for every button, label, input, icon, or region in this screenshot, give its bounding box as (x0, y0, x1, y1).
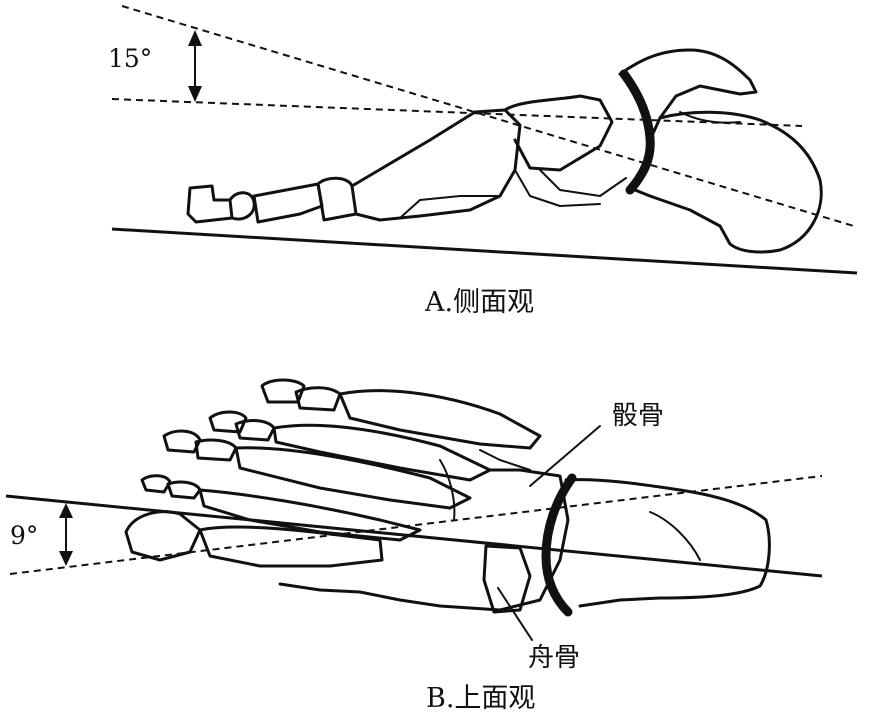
label-navicular: 舟骨 (528, 643, 580, 673)
angle-label-15: 15° (108, 44, 152, 73)
chopart-joint-lateral (619, 69, 655, 195)
angle-arrow-b (59, 503, 73, 566)
ground-line (111, 227, 858, 275)
caption-lateral-view: A.侧面观 (424, 287, 534, 318)
panel-a-lateral-view: 15° A.侧面观 (108, 5, 858, 318)
panel-b-dorsal-view: 9° (5, 378, 823, 714)
talus-axis-dashed-line (121, 5, 858, 228)
navicular-leader-line (497, 587, 533, 641)
foot-bones-dorsal (124, 378, 771, 617)
angle-arrow-a (188, 30, 202, 102)
foot-bones-lateral (186, 48, 823, 254)
calcaneal-axis-line (5, 494, 823, 578)
cuboid-leader-line (529, 425, 601, 487)
angle-label-9: 9° (10, 521, 38, 550)
chopart-joint-dorsal (541, 473, 577, 617)
label-cuboid: 骰骨 (612, 401, 664, 431)
metatarsal-axis-dashed-line-b (9, 475, 823, 575)
caption-dorsal-view: B.上面观 (426, 683, 535, 714)
